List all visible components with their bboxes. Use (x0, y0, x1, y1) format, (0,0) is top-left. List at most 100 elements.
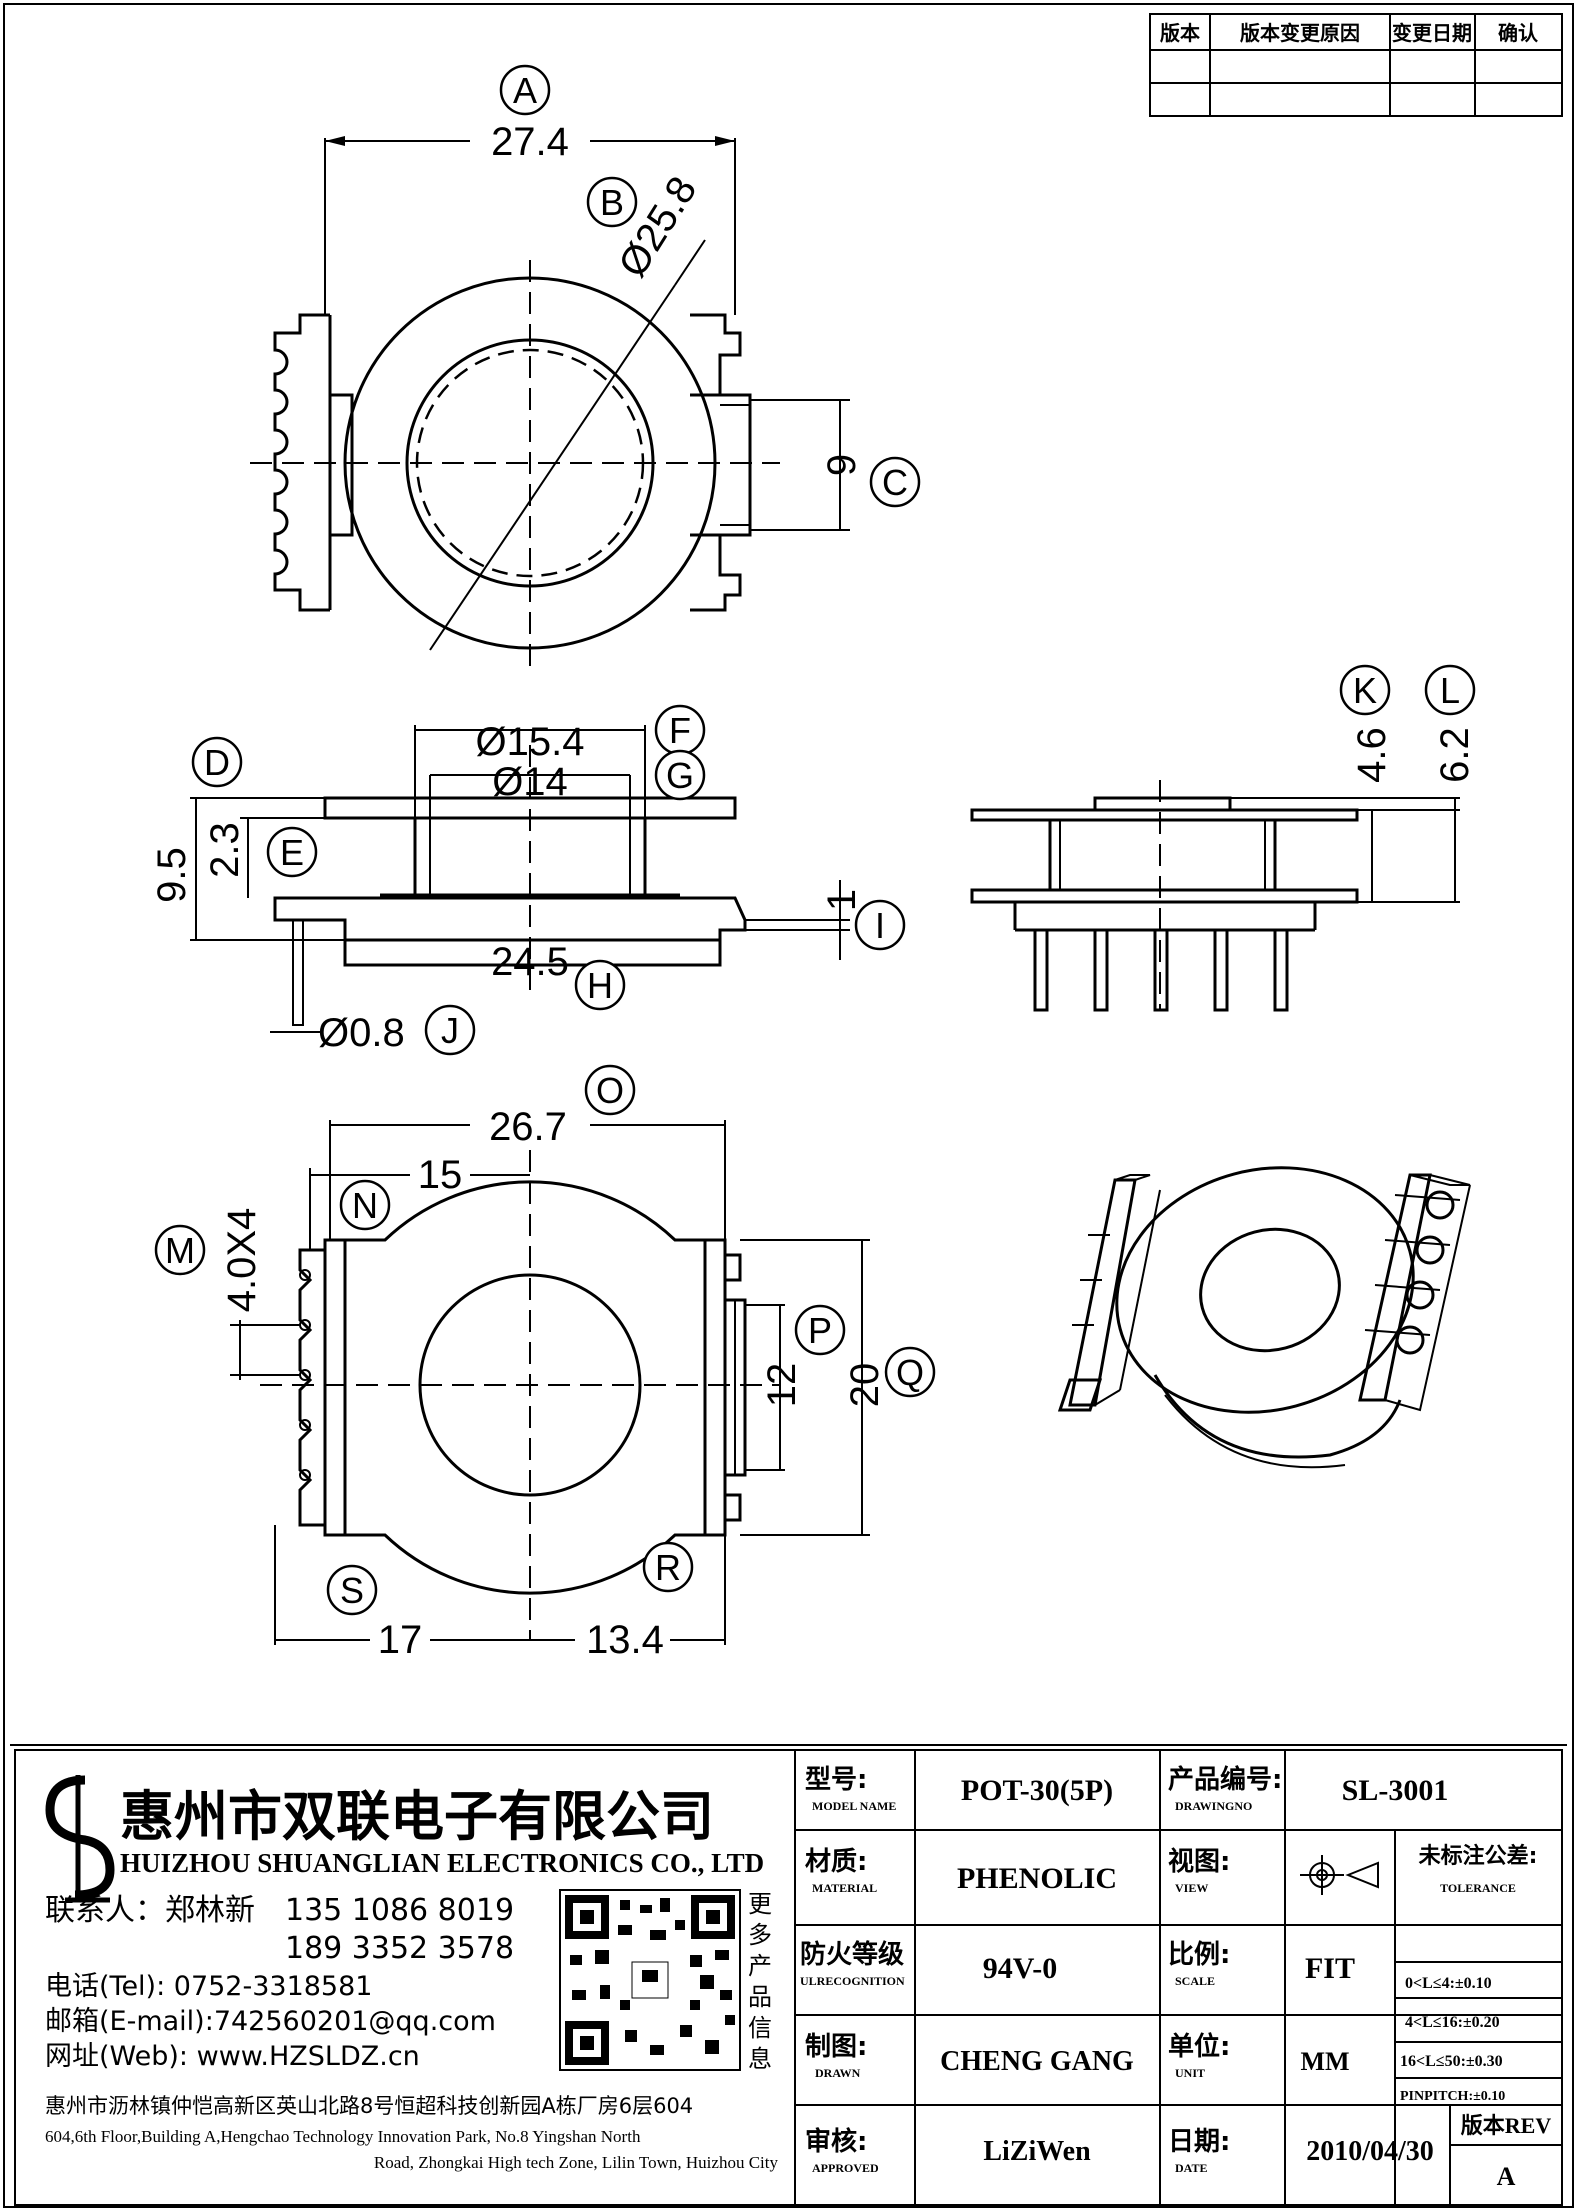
callout-letter: A (513, 70, 537, 111)
label-tolerance-sub: TOLERANCE (1440, 1881, 1516, 1895)
company-logo (45, 1775, 115, 1903)
value-model: POT-30(5P) (961, 1774, 1113, 1807)
callout-letter: I (875, 905, 885, 946)
dim-j-value: Ø0.8 (318, 1011, 405, 1055)
callout-l: L (1424, 664, 1476, 716)
callout-j: J (424, 1004, 476, 1056)
callout-h: H (574, 959, 626, 1011)
callout-r: R (642, 1541, 694, 1593)
dim-p-value: 12 (760, 1363, 804, 1408)
qr-caption-1: 更 (748, 1890, 772, 1918)
label-drawn-sub: DRAWN (815, 2066, 861, 2080)
callout-letter: K (1353, 670, 1377, 711)
callout-s: S (326, 1564, 378, 1616)
dim-i-value: 1 (820, 889, 864, 911)
contact-tel: 电话(Tel): 0752-3318581 (45, 1971, 372, 2002)
label-material-sub: MATERIAL (812, 1881, 877, 1895)
callout-m: M (154, 1224, 206, 1276)
contact-label: 联系人：郑林新 (45, 1893, 255, 1928)
callout-letter: D (204, 742, 230, 783)
label-unit-sub: UNIT (1175, 2066, 1205, 2080)
address-cn: 惠州市沥林镇仲恺高新区英山北路8号恒超科技创新园A栋厂房6层604 (45, 2094, 693, 2118)
label-drawing-no-sub: DRAWINGNO (1175, 1799, 1252, 1813)
value-approved: LiZiWen (983, 2136, 1091, 2167)
callout-n: N (339, 1179, 391, 1231)
qr-code (559, 1889, 741, 2071)
rev-header-version: 版本 (1160, 21, 1200, 45)
label-date: 日期: (1168, 2127, 1230, 2157)
label-fire-rating: 防火等级 (800, 1939, 904, 1970)
dim-a-value: 27.4 (491, 120, 569, 164)
company-name-cn: 惠州市双联电子有限公司 (120, 1785, 714, 1848)
callout-letter: L (1440, 670, 1460, 711)
dim-h-value: 24.5 (491, 940, 569, 984)
contact-phone-1: 135 1086 8019 (285, 1893, 514, 1928)
callout-letter: B (600, 182, 624, 223)
top-view: 27.4 Ø25.8 9 (250, 120, 864, 670)
label-fire-rating-sub: ULRECOGNITION (800, 1974, 905, 1988)
callout-letter: C (882, 462, 908, 503)
callout-letter: Q (896, 1352, 924, 1393)
label-date-sub: DATE (1175, 2161, 1207, 2175)
label-tolerance: 未标注公差: (1419, 1843, 1538, 1869)
dim-d-value: 9.5 (150, 847, 194, 903)
dim-m-value: 4.0X4 (220, 1208, 264, 1313)
rev-header-confirm: 确认 (1498, 21, 1539, 45)
dim-n-value: 15 (418, 1153, 463, 1197)
callout-q: Q (884, 1346, 936, 1398)
company-block: 惠州市双联电子有限公司 HUIZHOU SHUANGLIAN ELECTRONI… (14, 1749, 796, 2206)
label-model: 型号: (805, 1765, 867, 1795)
contact-phone-2: 189 3352 3578 (285, 1931, 514, 1966)
side-view-right: 4.6 6.2 (970, 727, 1477, 1012)
contact-web: 网址(Web): www.HZSLDZ.cn (45, 2041, 420, 2072)
tolerance-3: 16<L≤50:±0.30 (1400, 2053, 1503, 2070)
projection-symbol-icon (1300, 1855, 1379, 1895)
tolerance-2: 4<L≤16:±0.20 (1405, 2014, 1500, 2031)
dim-o-value: 26.7 (489, 1105, 567, 1149)
callout-o: O (584, 1064, 636, 1116)
value-drawn: CHENG GANG (940, 2046, 1134, 2077)
company-name-en: HUIZHOU SHUANGLIAN ELECTRONICS CO., LTD (120, 1848, 764, 1878)
label-drawing-no: 产品编号: (1168, 1764, 1282, 1795)
label-unit: 单位: (1168, 2031, 1230, 2062)
callout-b: B (586, 176, 638, 228)
tolerance-1: 0<L≤4:±0.10 (1405, 1975, 1492, 1992)
label-scale-sub: SCALE (1175, 1974, 1215, 1988)
address-en-1: 604,6th Floor,Building A,Hengchao Techno… (45, 2127, 641, 2146)
callout-letter: S (340, 1570, 364, 1611)
callout-letter: O (596, 1070, 624, 1111)
revision-table: 版本 版本变更原因 变更日期 确认 (1149, 13, 1563, 117)
title-block: 型号: MODEL NAME POT-30(5P) 产品编号: DRAWINGN… (794, 1749, 1563, 2206)
contact-email: 邮箱(E-mail):742560201@qq.com (45, 2006, 496, 2037)
label-scale: 比例: (1168, 1940, 1230, 1970)
callout-f: F (654, 704, 706, 756)
callout-p: P (794, 1304, 846, 1356)
callout-letter: J (441, 1010, 459, 1051)
dim-e-value: 2.3 (203, 822, 247, 878)
callout-letter: E (280, 832, 304, 873)
callout-letter: F (669, 710, 691, 751)
dim-s-value: 17 (378, 1618, 423, 1662)
isometric-view (1057, 1166, 1471, 1469)
rev-header-reason: 版本变更原因 (1240, 21, 1360, 45)
outer-border (3, 3, 1574, 2208)
value-material: PHENOLIC (957, 1862, 1117, 1895)
label-model-sub: MODEL NAME (812, 1799, 896, 1813)
value-date: 2010/04/30 (1306, 2136, 1434, 2167)
address-en-2: Road, Zhongkai High tech Zone, Lilin Tow… (374, 2153, 779, 2172)
qr-caption-5: 信 (748, 2014, 772, 2042)
qr-caption-4: 品 (748, 1983, 772, 2011)
callout-letter: R (655, 1547, 681, 1588)
rev-header-date: 变更日期 (1392, 21, 1472, 45)
qr-caption-2: 多 (748, 1921, 772, 1949)
bottom-view: 26.7 15 4.0X4 12 20 17 13.4 (220, 1105, 887, 1662)
dim-l-value: 6.2 (1433, 727, 1477, 783)
label-revision: 版本REV (1461, 2113, 1552, 2138)
callout-e: E (266, 826, 318, 878)
callout-letter: H (587, 965, 613, 1006)
callout-letter: N (352, 1185, 378, 1226)
label-view-sub: VIEW (1175, 1881, 1208, 1895)
dim-r-value: 13.4 (586, 1618, 664, 1662)
